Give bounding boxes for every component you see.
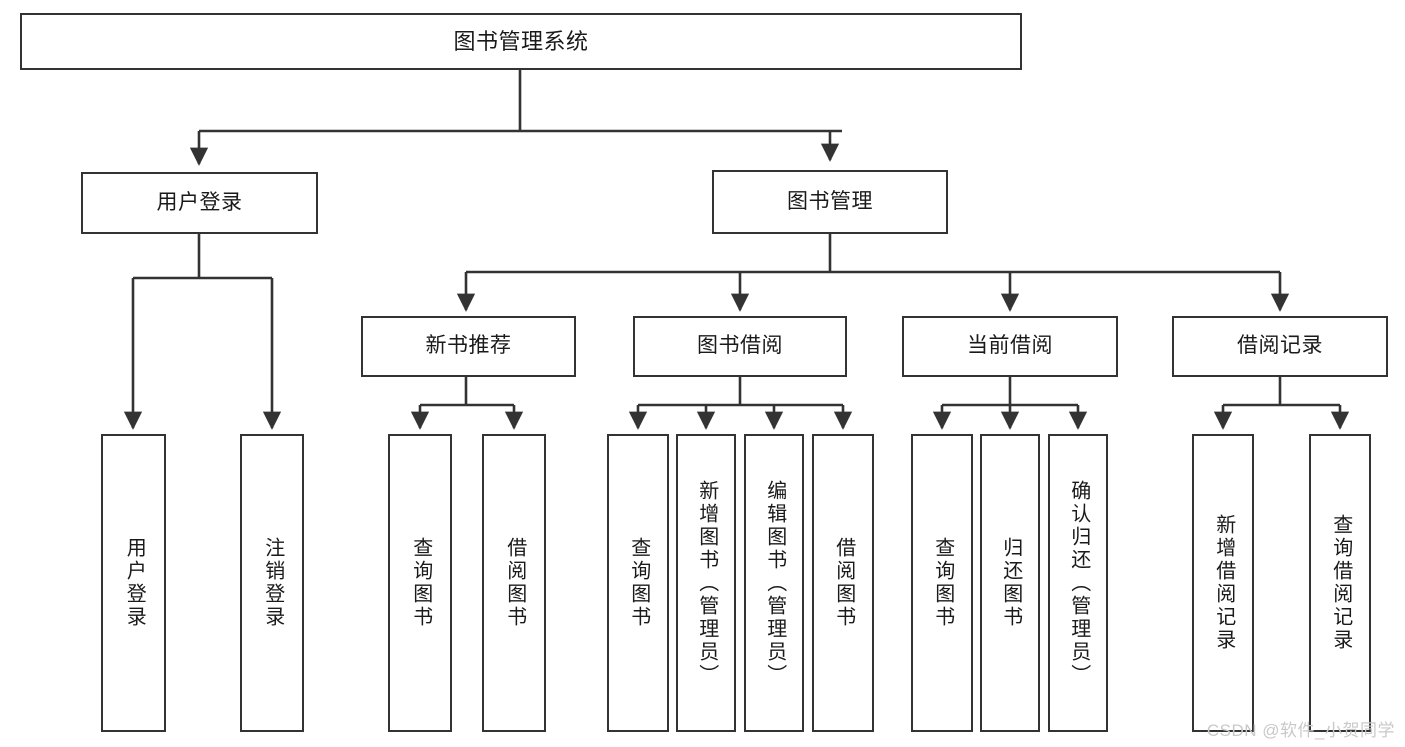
node-leaf-edit-book[interactable]: 编辑图书（管理员） [744,434,804,732]
node-book-manage-label: 图书管理 [787,189,873,213]
node-leaf-query-book-3[interactable]: 查询图书 [911,434,973,732]
node-leaf-add-book-label: 新增图书（管理员） [695,479,718,687]
node-leaf-query-record-label: 查询借阅记录 [1329,514,1352,652]
node-leaf-return-book[interactable]: 归还图书 [980,434,1040,732]
node-book-borrow-label: 图书借阅 [697,334,783,358]
node-leaf-add-book[interactable]: 新增图书（管理员） [676,434,736,732]
node-leaf-add-record[interactable]: 新增借阅记录 [1192,434,1254,732]
node-leaf-query-book-1-label: 查询图书 [409,537,432,629]
node-leaf-add-record-label: 新增借阅记录 [1212,514,1235,652]
node-root-label: 图书管理系统 [453,28,589,54]
node-current-borrow-label: 当前借阅 [967,334,1053,358]
node-user-login[interactable]: 用户登录 [81,172,318,234]
node-current-borrow[interactable]: 当前借阅 [902,316,1118,377]
node-root[interactable]: 图书管理系统 [20,13,1022,70]
node-borrow-record-label: 借阅记录 [1237,334,1323,358]
node-leaf-edit-book-label: 编辑图书（管理员） [763,479,786,687]
node-leaf-query-book-2-label: 查询图书 [627,537,650,629]
node-leaf-logout-label: 注销登录 [261,537,284,629]
node-leaf-borrow-book-2-label: 借阅图书 [832,537,855,629]
node-leaf-query-book-1[interactable]: 查询图书 [388,434,452,732]
node-book-manage[interactable]: 图书管理 [712,170,948,234]
node-leaf-confirm-return[interactable]: 确认归还（管理员） [1048,434,1108,732]
node-leaf-user-login[interactable]: 用户登录 [101,434,166,732]
node-leaf-borrow-book-1-label: 借阅图书 [503,537,526,629]
node-leaf-return-book-label: 归还图书 [999,537,1022,629]
node-leaf-query-record[interactable]: 查询借阅记录 [1309,434,1371,732]
node-leaf-logout[interactable]: 注销登录 [240,434,304,732]
node-user-login-label: 用户登录 [156,190,243,214]
node-new-book-recommend[interactable]: 新书推荐 [361,316,576,377]
node-borrow-record[interactable]: 借阅记录 [1172,316,1388,377]
node-leaf-borrow-book-2[interactable]: 借阅图书 [812,434,874,732]
node-leaf-borrow-book-1[interactable]: 借阅图书 [482,434,546,732]
node-new-book-recommend-label: 新书推荐 [425,334,512,358]
node-book-borrow[interactable]: 图书借阅 [633,316,847,377]
node-leaf-confirm-return-label: 确认归还（管理员） [1067,479,1090,687]
node-leaf-query-book-2[interactable]: 查询图书 [607,434,669,732]
node-leaf-query-book-3-label: 查询图书 [931,537,954,629]
node-leaf-user-login-label: 用户登录 [123,537,146,629]
